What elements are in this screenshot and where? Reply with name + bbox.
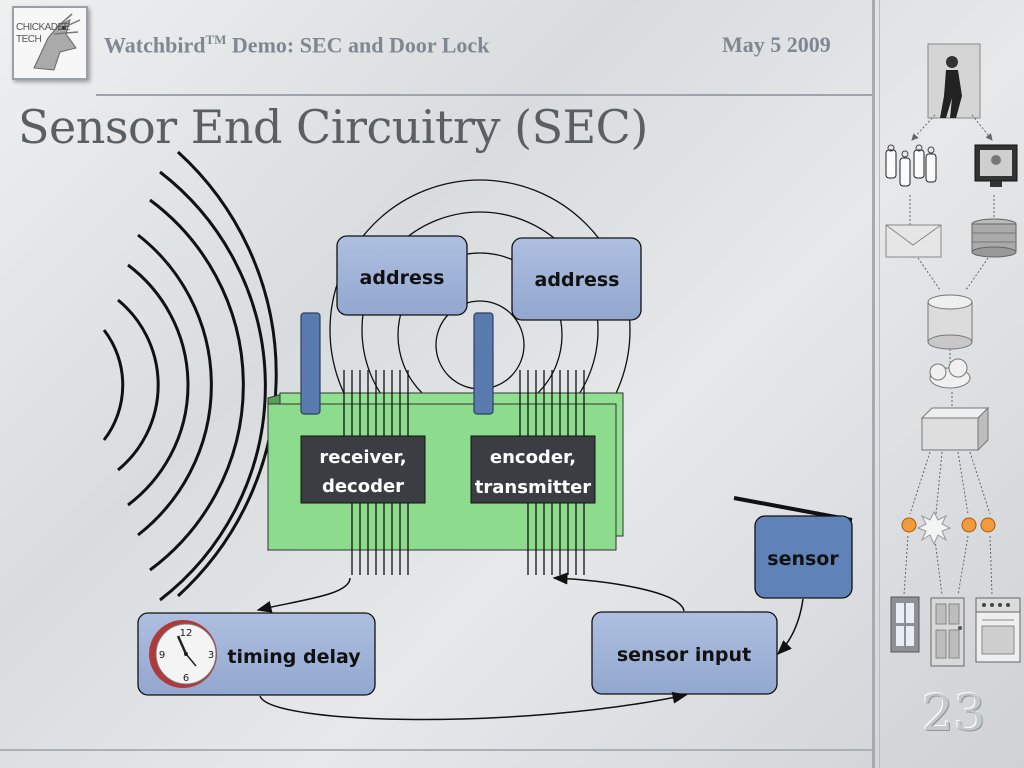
chip-pins-bottom (351, 503, 585, 575)
sidebar-divider (872, 0, 875, 768)
chickadee-tech-logo: CHICKADEE TECH (12, 6, 88, 80)
chickadee-bird-icon (33, 13, 81, 71)
system-overview-illustration (885, 43, 1021, 667)
sensor-input-label: sensor input (617, 644, 751, 666)
logo-text-line1: CHICKADEE (16, 22, 70, 33)
footer-divider (0, 749, 874, 751)
envelope-icon (885, 224, 942, 258)
sensor-box: sensor (754, 515, 853, 599)
slide-title: Sensor End Circuitry (SEC) (18, 100, 648, 154)
walking-person-photo-icon (927, 43, 981, 119)
header-title-main: Watchbird (104, 32, 206, 58)
arrow-timing-to-sensor-input (259, 691, 688, 721)
radio-wave-arcs (102, 150, 278, 602)
arrow-board-to-timing (256, 577, 351, 613)
clock-numeral-9: 9 (159, 650, 165, 661)
database-icon (927, 294, 973, 350)
address-box-right: address (511, 237, 642, 321)
monitor-icon (974, 144, 1018, 187)
stove-icon (975, 597, 1021, 663)
header-date: May 5 2009 (722, 32, 831, 57)
window-icon (890, 596, 920, 653)
encoder-transmitter-chip: encoder, transmitter (470, 435, 596, 504)
sensor-label: sensor (767, 548, 839, 570)
clock-numeral-3: 3 (208, 650, 214, 661)
clock-icon: 12 3 6 9 (149, 620, 217, 688)
door-icon (930, 597, 965, 667)
address-left-label: address (360, 267, 445, 289)
sensor-tags-icon (885, 144, 937, 187)
receiver-decoder-chip: receiver, decoder (300, 435, 426, 504)
disk-stack-icon (971, 218, 1017, 258)
timing-delay-label: timing delay (227, 646, 361, 668)
address-right-label: address (535, 269, 620, 291)
header-divider (96, 94, 872, 96)
chip-pins-top (343, 370, 585, 437)
receiver-label-line2: decoder (322, 476, 404, 497)
arrow-sensor-to-sensor-input (776, 598, 804, 656)
sensor-nodes-icon (901, 510, 996, 546)
header-title: WatchbirdTM Demo: SEC and Door Lock (104, 32, 489, 58)
antenna-left (300, 312, 321, 415)
clock-numeral-12: 12 (180, 628, 193, 639)
gateway-box-icon (920, 406, 990, 452)
logo-text-line2: TECH (16, 34, 42, 45)
antenna-right (473, 312, 494, 415)
receiver-label-line1: receiver, (319, 447, 406, 468)
address-box-left: address (336, 235, 468, 316)
encoder-label-line2: transmitter (475, 477, 591, 498)
flow-arrows (256, 572, 804, 721)
timing-delay-box: 12 3 6 9 timing delay (137, 612, 376, 696)
clock-numeral-6: 6 (183, 673, 189, 684)
page-number: 23 (922, 684, 986, 742)
sidebar-divider-thin (879, 0, 880, 768)
cloud-icon (929, 358, 971, 389)
arrow-sensor-input-to-board (552, 572, 685, 612)
sensor-input-box: sensor input (591, 611, 778, 695)
header-title-rest: Demo: SEC and Door Lock (226, 32, 490, 58)
encoder-label-line1: encoder, (490, 447, 576, 468)
trademark-mark: TM (205, 32, 227, 47)
